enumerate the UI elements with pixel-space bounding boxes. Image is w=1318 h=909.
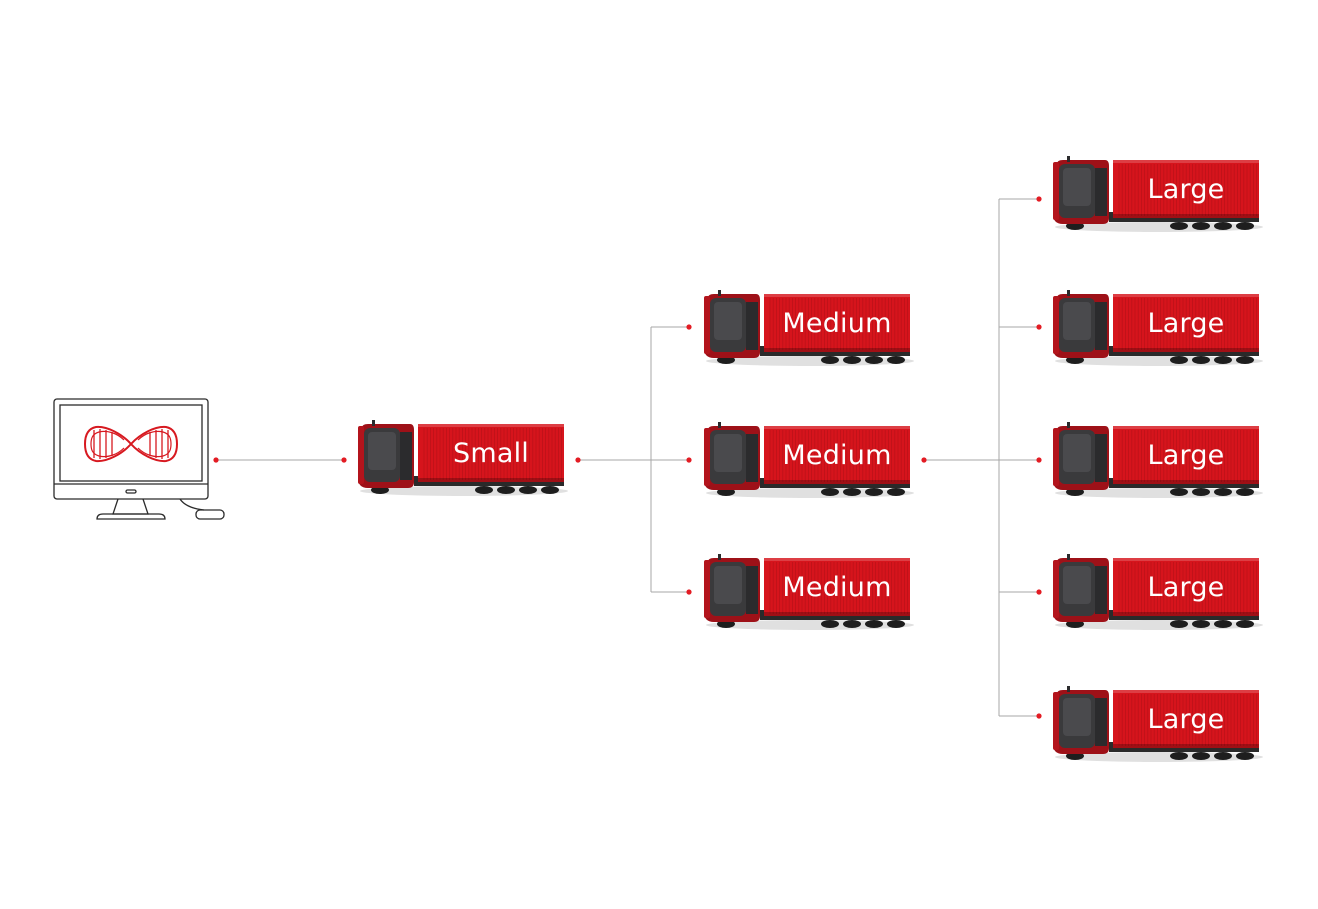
connector-dot <box>341 457 347 463</box>
truck-large-3: Large <box>1049 422 1265 500</box>
truck-small-1: Small <box>354 420 570 498</box>
truck-label: Medium <box>782 307 892 339</box>
truck-medium-1: Medium <box>700 290 916 368</box>
truck-large-1: Large <box>1049 156 1265 234</box>
infinity-loop-icon <box>83 425 179 463</box>
connector-dot <box>1036 713 1042 719</box>
connector-dot <box>1036 196 1042 202</box>
connector-dot <box>686 457 692 463</box>
connector-dot <box>213 457 219 463</box>
truck-label: Medium <box>782 571 892 603</box>
truck-large-4: Large <box>1049 554 1265 632</box>
connector-dot <box>686 589 692 595</box>
truck-medium-2: Medium <box>700 422 916 500</box>
truck-large-2: Large <box>1049 290 1265 368</box>
truck-label: Large <box>1147 571 1225 603</box>
truck-label: Large <box>1147 173 1225 205</box>
connector-dot <box>1036 457 1042 463</box>
connector-dot <box>1036 324 1042 330</box>
connector-dot <box>1036 589 1042 595</box>
truck-medium-3: Medium <box>700 554 916 632</box>
truck-label: Small <box>453 437 529 469</box>
desktop-computer-icon <box>50 396 230 524</box>
connector-dot <box>575 457 581 463</box>
truck-large-5: Large <box>1049 686 1265 764</box>
truck-label: Large <box>1147 439 1225 471</box>
truck-label: Medium <box>782 439 892 471</box>
truck-label: Large <box>1147 307 1225 339</box>
connector-dot <box>686 324 692 330</box>
truck-label: Large <box>1147 703 1225 735</box>
connector-dot <box>921 457 927 463</box>
